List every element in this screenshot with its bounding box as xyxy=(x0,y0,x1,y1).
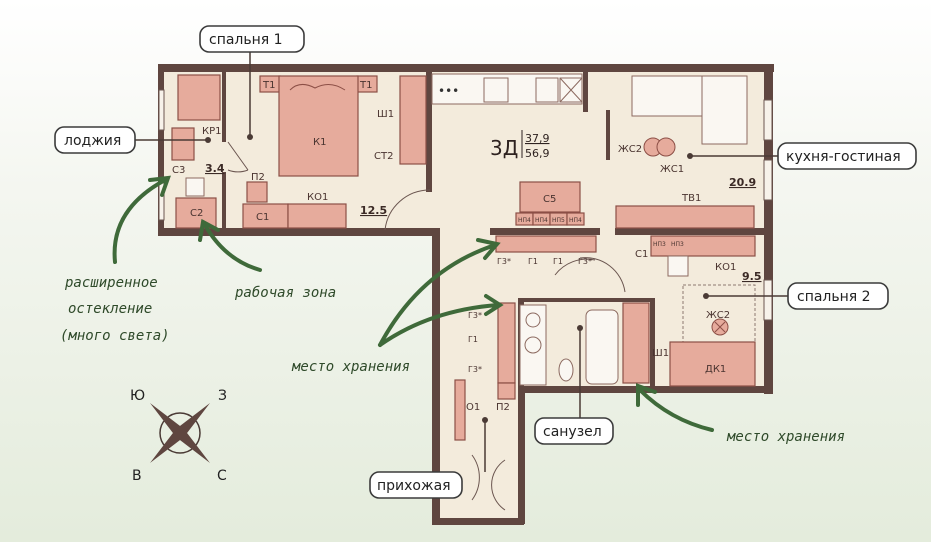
callout-lines xyxy=(135,52,788,472)
total-area: 56,9 xyxy=(525,147,550,160)
label-o1: О1 xyxy=(466,402,480,413)
bedroom2-area: 9.5 xyxy=(742,270,762,283)
label-c1: С1 xyxy=(256,212,269,223)
callout-bedroom1[interactable]: спальня 1 xyxy=(199,25,305,53)
label-t1: Т1 xyxy=(359,80,372,91)
label-p2: П2 xyxy=(496,402,510,413)
note-glazing: расширенное xyxy=(64,275,158,291)
label-c2: С2 xyxy=(190,208,203,219)
label-zhs2: ЖС2 xyxy=(618,144,642,155)
label-np5: НП5 xyxy=(552,217,565,224)
label-g1: Г1 xyxy=(528,257,538,266)
label-c1: С1 xyxy=(635,249,648,260)
hallway-label: прихожая xyxy=(377,478,451,494)
label-t1: Т1 xyxy=(262,80,275,91)
compass-icon: Ю З В С xyxy=(130,388,227,484)
label-g1: Г1 xyxy=(553,257,563,266)
label-np3: НП3 xyxy=(653,241,666,248)
label-g1: Г1 xyxy=(468,335,478,344)
apartment-type: 3Д xyxy=(490,136,518,160)
note-work-zone: рабочая зона xyxy=(234,285,336,301)
label-p2: П2 xyxy=(251,172,265,183)
doors xyxy=(227,141,626,511)
note-glazing: (много света) xyxy=(60,328,170,344)
label-np4: НП4 xyxy=(518,217,531,224)
compass-n: Ю xyxy=(130,388,145,404)
bedroom1-area: 12.5 xyxy=(360,204,387,217)
living-area: 37,9 xyxy=(525,132,550,145)
note-storage: место хранения xyxy=(291,359,410,375)
label-np4: НП4 xyxy=(535,217,548,224)
label-kr1: КР1 xyxy=(202,126,222,137)
bedroom1-label: спальня 1 xyxy=(209,32,283,48)
label-ko1: КО1 xyxy=(307,192,328,203)
label-st2: СТ2 xyxy=(374,151,393,162)
note-storage: место хранения xyxy=(726,429,845,445)
bedroom2-furniture: НП3 НП3 С1 КО1 9.5 ЖС2 ДК1 xyxy=(635,235,762,387)
callout-loggia[interactable]: лоджия xyxy=(54,126,136,154)
kitchen-area: 20.9 xyxy=(729,176,756,189)
label-g3: Г3* xyxy=(578,257,592,266)
kitchen-furniture: ••• 3Д 37,9 56,9 С5 НП4 НП4 НП5 НП4 ЖС2 … xyxy=(431,73,756,229)
label-g3: Г3* xyxy=(468,365,482,374)
callout-hallway[interactable]: прихожая xyxy=(369,471,463,499)
hall-storage: Г3* Г1 Г1 Г3* Г3* Г1 Г3* П2 О1 xyxy=(454,235,597,441)
label-zhs2: ЖС2 xyxy=(706,310,730,321)
callout-kitchen[interactable]: кухня-гостиная xyxy=(777,142,917,170)
label-ko1: КО1 xyxy=(715,262,736,273)
label-k1: К1 xyxy=(313,137,326,148)
label-np3: НП3 xyxy=(671,241,684,248)
label-g3: Г3* xyxy=(497,257,511,266)
callout-bedroom2[interactable]: спальня 2 xyxy=(787,282,889,310)
label-c3: С3 xyxy=(172,165,185,176)
compass-w: В xyxy=(132,468,142,484)
label-sh1: Ш1 xyxy=(652,348,669,359)
label-np4: НП4 xyxy=(569,217,582,224)
callout-bathroom[interactable]: санузел xyxy=(534,417,614,445)
compass-e: З xyxy=(218,388,227,404)
bedroom2-label: спальня 2 xyxy=(797,289,871,305)
label-c5: С5 xyxy=(543,194,556,205)
loggia-area: 3.4 xyxy=(205,162,225,175)
bedroom1-furniture: Т1 Т1 К1 Ш1 СТ2 П2 С1 КО1 12.5 xyxy=(242,75,427,229)
bathroom-fixtures: Ш1 xyxy=(519,302,669,386)
loggia-furniture: КР1 С3 3.4 С2 xyxy=(171,74,225,229)
label-sh1: Ш1 xyxy=(377,109,394,120)
label-g3: Г3* xyxy=(468,311,482,320)
loggia-label: лоджия xyxy=(64,133,121,149)
compass-s: С xyxy=(217,468,227,484)
svg-text:•••: ••• xyxy=(438,84,459,98)
annotation-arrows xyxy=(112,175,714,432)
label-zhs1: ЖС1 xyxy=(660,164,684,175)
windows xyxy=(158,89,773,321)
note-glazing: остекление xyxy=(68,301,152,317)
label-dk1: ДК1 xyxy=(705,364,726,375)
annotations: расширенное остекление (много света) раб… xyxy=(60,275,845,445)
bathroom-label: санузел xyxy=(543,424,602,440)
label-tv1: ТВ1 xyxy=(681,193,701,204)
kitchen-label: кухня-гостиная xyxy=(786,149,901,165)
